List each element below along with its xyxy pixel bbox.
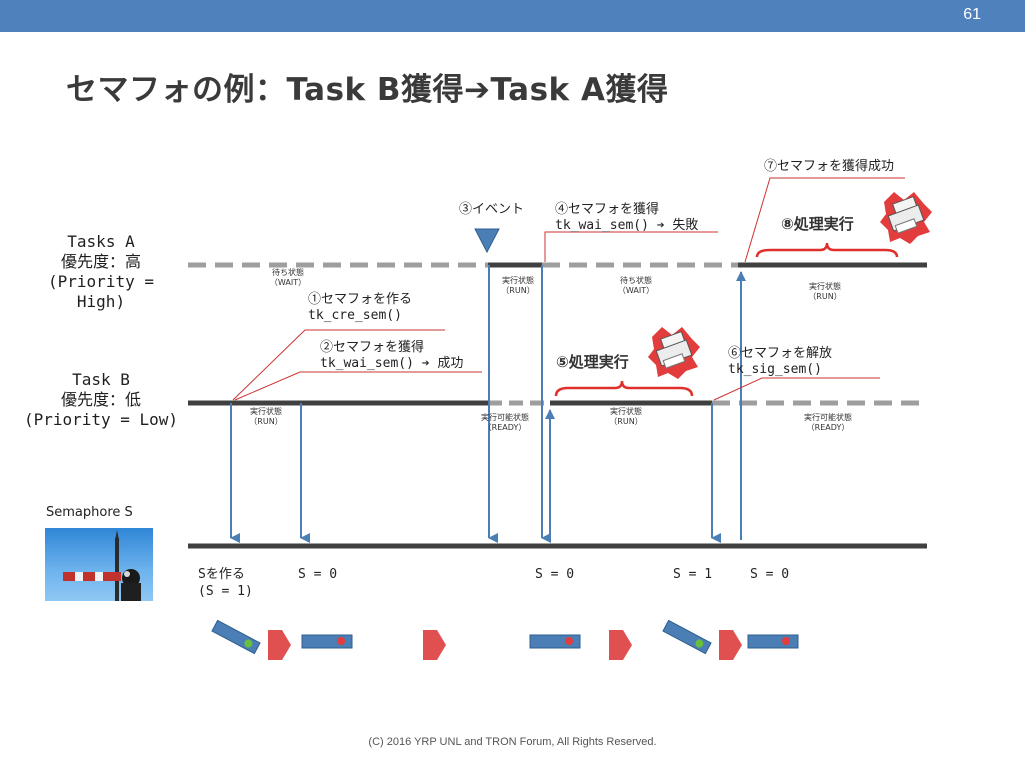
slide-title: セマフォの例：Task B獲得➔Task A獲得: [66, 72, 669, 108]
create-sem-value: (S = 1): [198, 584, 253, 599]
step2-api: tk_wai_sem() ➔ 成功: [320, 356, 464, 371]
task-b-name: Task B: [72, 370, 130, 389]
signal-token-raised: [662, 619, 712, 655]
annotation-step6: ⑥セマフォを解放 tk_sig_sem(): [728, 346, 832, 378]
state-code: （RUN）: [808, 292, 842, 301]
task-b-priority-ja: 優先度：低: [60, 390, 141, 409]
printer-icon: [648, 327, 700, 379]
task-a-priority-ja: 優先度：高: [60, 252, 141, 271]
step2-title: ②セマフォを獲得: [320, 340, 425, 355]
semaphore-signal-image: [45, 528, 153, 601]
state-code: （RUN）: [249, 417, 283, 426]
semaphore-signal-icon: [63, 530, 141, 601]
task-a-state-wait-2: 待ち状態 （WAIT）: [611, 276, 661, 296]
annotation-step4: ④セマフォを獲得 tk_wai_sem() ➔ 失敗: [555, 202, 698, 234]
semaphore-value: S = 0: [750, 567, 790, 582]
task-a-state-wait-1: 待ち状態 （WAIT）: [263, 268, 313, 288]
state-name: 実行可能状態: [804, 413, 852, 422]
leader-step7: [744, 177, 905, 263]
brace-step5: [554, 380, 694, 397]
state-code: （READY）: [483, 423, 527, 432]
footer-copyright: (C) 2016 YRP UNL and TRON Forum, All Rig…: [368, 736, 657, 748]
leader-step4: [544, 231, 718, 262]
state-code: （WAIT）: [269, 278, 307, 287]
state-name: 実行状態: [809, 282, 841, 291]
create-sem-text: Sを作る: [198, 567, 245, 582]
annotation-step1: ①セマフォを作る tk_cre_sem(): [308, 292, 412, 324]
semaphore-value: S = 0: [535, 567, 575, 582]
printer-icon: [880, 192, 932, 244]
brace-step8: [755, 242, 899, 258]
step6-title: ⑥セマフォを解放: [728, 346, 833, 361]
semaphore-label: Semaphore S: [46, 505, 133, 520]
state-code: （RUN）: [501, 286, 535, 295]
signal-chevron: [719, 630, 742, 660]
leader-step6: [713, 377, 880, 401]
event-marker-icon: [474, 228, 500, 254]
task-a-state-run-2: 実行状態 （RUN）: [800, 282, 850, 302]
step1-title: ①セマフォを作る: [308, 292, 413, 307]
signal-token: [529, 634, 581, 649]
state-code: （WAIT）: [617, 286, 655, 295]
state-name: 待ち状態: [620, 276, 652, 285]
signal-token: [747, 634, 799, 649]
task-b-state-run-2: 実行状態 （RUN）: [601, 407, 651, 427]
leader-step1: [232, 329, 445, 401]
task-b-state-run-1: 実行状態 （RUN）: [241, 407, 291, 427]
top-bar: 61: [0, 0, 1025, 32]
task-a-name: Tasks A: [67, 232, 135, 251]
task-b-state-ready-2: 実行可能状態 （READY）: [793, 413, 863, 433]
state-name: 実行状態: [610, 407, 642, 416]
task-b-state-ready-1: 実行可能状態 （READY）: [470, 413, 540, 433]
annotation-step2: ②セマフォを獲得 tk_wai_sem() ➔ 成功: [320, 340, 463, 372]
state-name: 待ち状態: [272, 268, 304, 277]
step4-api: tk_wai_sem() ➔ 失敗: [555, 218, 699, 233]
step4-title: ④セマフォを獲得: [555, 202, 660, 217]
task-b-label: Task B 優先度：低 (Priority = Low): [22, 370, 180, 430]
annotation-step7: ⑦セマフォを獲得成功: [764, 159, 895, 174]
state-name: 実行可能状態: [481, 413, 529, 422]
semaphore-value: S = 0: [298, 567, 338, 582]
state-name: 実行状態: [250, 407, 282, 416]
state-name: 実行状態: [502, 276, 534, 285]
task-b-priority: (Priority = Low): [23, 410, 179, 429]
task-a-state-run-1: 実行状態 （RUN）: [493, 276, 543, 296]
semaphore-create-note: Sを作る (S = 1): [198, 566, 253, 600]
annotation-step3: ③イベント: [459, 202, 525, 217]
slide-number: 61: [963, 6, 981, 23]
task-a-priority: (Priority = High): [48, 272, 154, 311]
task-a-label: Tasks A 優先度：高 (Priority = High): [22, 232, 180, 312]
step1-api: tk_cre_sem(): [308, 308, 402, 323]
signal-token: [301, 634, 353, 649]
state-code: （READY）: [806, 423, 850, 432]
step6-api: tk_sig_sem(): [728, 362, 822, 377]
annotation-step5: ⑤処理実行: [556, 353, 629, 371]
signal-chevron: [609, 630, 632, 660]
semaphore-value: S = 1: [673, 567, 713, 582]
annotation-step8: ⑧処理実行: [781, 215, 854, 233]
state-code: （RUN）: [609, 417, 643, 426]
signal-chevron: [423, 630, 446, 660]
signal-chevron: [268, 630, 291, 660]
leader-step2: [234, 371, 482, 401]
signal-token-raised: [211, 619, 261, 655]
